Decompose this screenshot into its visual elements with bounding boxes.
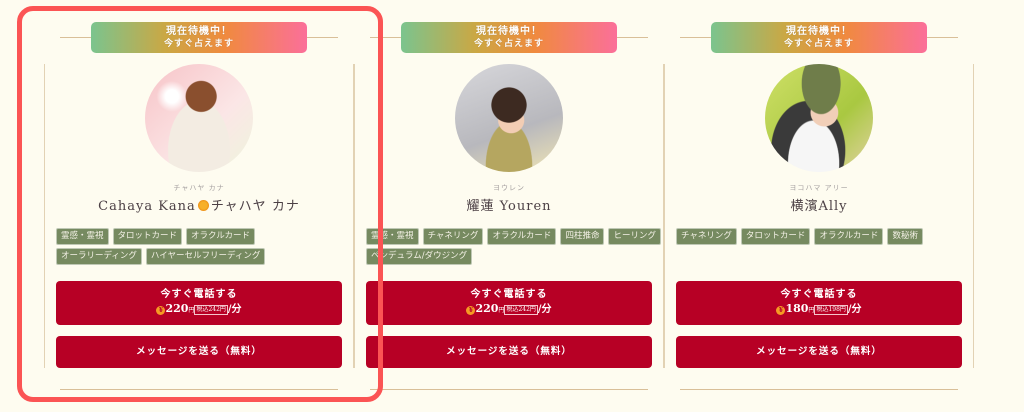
tag: オラクルカード: [186, 228, 256, 245]
divider: [353, 64, 354, 368]
tag: チャネリング: [422, 228, 484, 245]
tax-price: 税込242円: [194, 305, 228, 315]
tag-list: チャネリング タロットカード オラクルカード 数秘術: [676, 228, 964, 245]
teller-card-yokohama-ally: 現在待機中！ 今すぐ占えます ヨコハマ アリー 横濱Ally チャネリング タロ…: [664, 0, 974, 412]
tag: ハイヤーセルフリーディング: [145, 248, 266, 265]
tag: ヒーリング: [608, 228, 661, 245]
tag: 霊感・霊視: [366, 228, 419, 245]
name-kana: ヨコハマ アリー: [789, 184, 849, 192]
tag: オーラリーディング: [56, 248, 142, 265]
send-message-button[interactable]: メッセージを送る（無料）: [366, 336, 652, 368]
tag: タロットカード: [740, 228, 811, 245]
teller-name[interactable]: 横濱Ally: [790, 199, 848, 214]
status-badge: 現在待機中！ 今すぐ占えます: [401, 22, 617, 53]
tag: 霊感・霊視: [56, 228, 109, 245]
divider: [354, 64, 355, 368]
avatar[interactable]: [145, 64, 253, 172]
divider: [680, 389, 958, 390]
tag: 数秘術: [887, 228, 923, 245]
tag: タロットカード: [112, 228, 183, 245]
tag: ペンデュラム/ダウジング: [366, 248, 473, 265]
tag: チャネリング: [676, 228, 737, 245]
tax-price: 税込198円: [814, 305, 848, 315]
sun-icon: [197, 200, 209, 211]
divider: [664, 64, 665, 368]
call-now-button[interactable]: 今すぐ電話する ¥220円税込242円/分: [56, 281, 342, 325]
send-message-button[interactable]: メッセージを送る（無料）: [676, 336, 962, 368]
name-kana: チャハヤ カナ: [173, 184, 225, 192]
divider: [44, 64, 45, 368]
avatar[interactable]: [765, 64, 873, 172]
tag: オラクルカード: [487, 228, 557, 245]
teller-card-youren: 現在待機中！ 今すぐ占えます ヨウレン 耀蓮 Youren 霊感・霊視 チャネリ…: [354, 0, 664, 412]
tax-price: 税込242円: [504, 305, 538, 315]
yen-coin-icon: ¥: [466, 306, 476, 315]
call-now-button[interactable]: 今すぐ電話する ¥220円税込242円/分: [366, 281, 652, 325]
call-now-button[interactable]: 今すぐ電話する ¥180円税込198円/分: [676, 281, 962, 325]
tag-list: 霊感・霊視 チャネリング オラクルカード 四柱推命 ヒーリング ペンデュラム/ダ…: [366, 228, 664, 265]
status-badge: 現在待機中！ 今すぐ占えます: [711, 22, 927, 53]
divider: [370, 389, 648, 390]
tag: 四柱推命: [560, 228, 605, 245]
teller-name[interactable]: 耀蓮 Youren: [466, 199, 552, 214]
tag: オラクルカード: [814, 228, 884, 245]
tag-list: 霊感・霊視 タロットカード オラクルカード オーラリーディング ハイヤーセルフリ…: [56, 228, 344, 265]
divider: [973, 64, 974, 368]
yen-coin-icon: ¥: [776, 306, 786, 315]
name-kana: ヨウレン: [493, 184, 525, 192]
divider: [60, 389, 338, 390]
status-badge: 現在待機中！ 今すぐ占えます: [91, 22, 307, 53]
yen-coin-icon: ¥: [156, 306, 166, 315]
divider: [663, 64, 664, 368]
avatar[interactable]: [455, 64, 563, 172]
send-message-button[interactable]: メッセージを送る（無料）: [56, 336, 342, 368]
